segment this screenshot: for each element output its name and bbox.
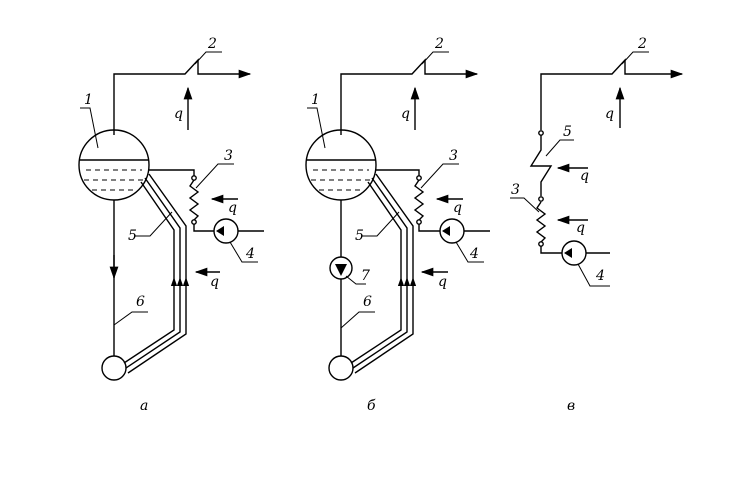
label-6-b: 6 xyxy=(363,294,372,310)
pump-line-b xyxy=(418,224,440,232)
leader-6-a xyxy=(113,311,148,326)
leader-2-a xyxy=(194,51,222,65)
label-2-a: 2 xyxy=(207,36,217,52)
heat-label-b3: q xyxy=(438,274,447,290)
circulation-pump-b xyxy=(329,256,353,280)
label-4-a: 4 xyxy=(245,246,255,262)
feed-line-a xyxy=(149,169,195,176)
caption-a: а xyxy=(140,398,148,414)
heat-label-c2: q xyxy=(580,168,589,184)
heat-label-a2: q xyxy=(228,200,237,216)
leader-5-b xyxy=(361,211,400,237)
economizer-coil-c xyxy=(535,201,547,243)
heat-label-a1: q xyxy=(174,106,183,122)
drum-a xyxy=(78,129,150,201)
label-4-c: 4 xyxy=(595,268,605,284)
pump-b xyxy=(439,218,465,244)
label-6-a: 6 xyxy=(136,294,145,310)
heat-label-c1: q xyxy=(605,106,614,122)
caption-c: в xyxy=(567,398,575,414)
riser-a xyxy=(123,173,187,374)
economizer-node-b1 xyxy=(416,175,422,181)
pump-a xyxy=(213,218,239,244)
evaporator-c xyxy=(529,135,553,196)
leader-3-a xyxy=(195,163,234,189)
leader-4-c xyxy=(577,263,610,287)
caption-b: б xyxy=(367,398,376,414)
label-3-a: 3 xyxy=(224,148,233,164)
pump-line-c xyxy=(540,246,562,254)
evaporator-node-c1 xyxy=(538,130,544,136)
lower-header-b xyxy=(328,355,354,381)
label-5-a: 5 xyxy=(128,228,137,244)
heat-label-b1: q xyxy=(401,106,410,122)
leader-1-b xyxy=(307,107,326,149)
leader-3-c xyxy=(510,197,540,213)
economizer-node-c2 xyxy=(538,241,544,247)
steam-line-b xyxy=(340,58,479,135)
heat-label-b2: q xyxy=(453,200,462,216)
pump-c xyxy=(561,240,587,266)
leader-5-a xyxy=(134,211,173,237)
label-3-b: 3 xyxy=(449,148,458,164)
feed-line-b xyxy=(376,169,420,176)
label-5-c: 5 xyxy=(563,124,572,140)
leader-2-b xyxy=(421,51,449,65)
heat-label-a3: q xyxy=(210,274,219,290)
economizer-node-c1 xyxy=(538,196,544,202)
label-3-c: 3 xyxy=(511,182,520,198)
economizer-node-a1 xyxy=(191,175,197,181)
steam-line-c xyxy=(540,58,684,130)
leader-4-a xyxy=(229,241,258,263)
label-7-b: 7 xyxy=(361,268,370,284)
panel-c: q 2 5 q 3 q 4 в xyxy=(510,36,684,414)
pump-line-a xyxy=(193,224,214,232)
label-1-a: 1 xyxy=(84,92,93,108)
label-4-b: 4 xyxy=(469,246,479,262)
leader-1-a xyxy=(80,107,99,149)
leader-4-b xyxy=(455,241,484,263)
leader-6-b xyxy=(340,311,375,329)
leader-3-b xyxy=(420,163,459,189)
leader-7-b xyxy=(345,275,366,285)
economizer-node-b2 xyxy=(416,219,422,225)
heat-label-c3: q xyxy=(576,220,585,236)
economizer-coil-b xyxy=(413,179,425,221)
panel-a: q 2 1 6 5 xyxy=(78,36,264,414)
lower-header-a xyxy=(101,355,127,381)
leader-5-c xyxy=(545,139,574,157)
label-5-b: 5 xyxy=(355,228,364,244)
label-1-b: 1 xyxy=(311,92,320,108)
label-2-c: 2 xyxy=(637,36,647,52)
leader-2-c xyxy=(621,51,649,65)
steam-line-a xyxy=(113,58,252,135)
panel-b: q 2 1 7 6 5 xyxy=(305,36,490,414)
economizer-coil-a xyxy=(188,179,200,221)
drum-b xyxy=(305,129,377,201)
label-2-b: 2 xyxy=(434,36,444,52)
economizer-node-a2 xyxy=(191,219,197,225)
